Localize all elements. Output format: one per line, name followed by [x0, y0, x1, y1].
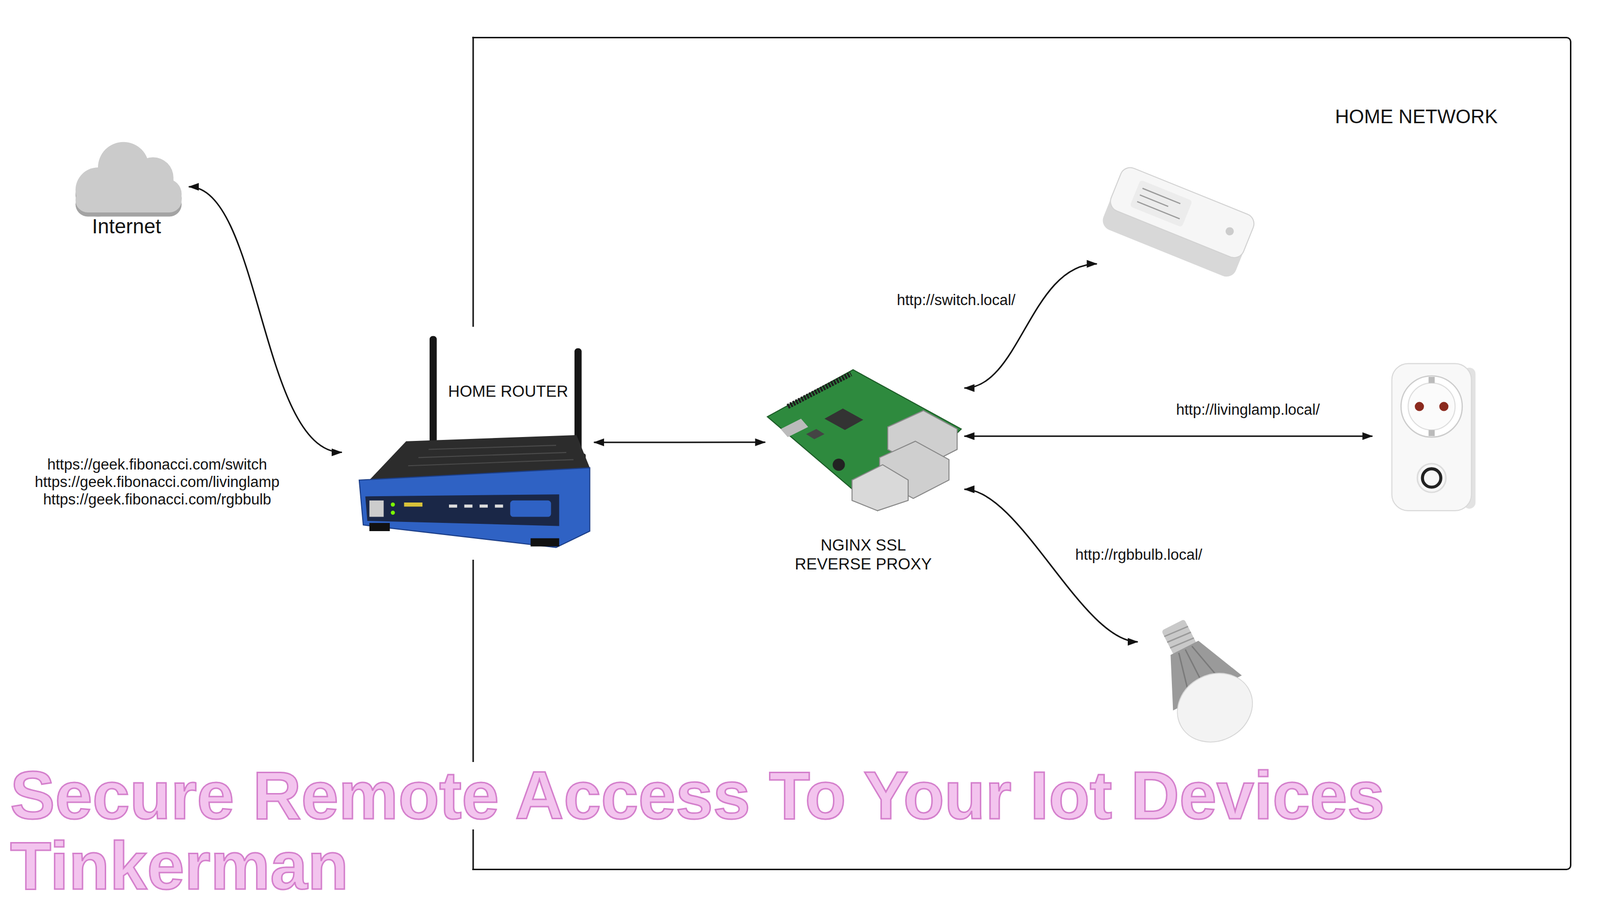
smart-plug-icon-part: [1439, 401, 1449, 412]
smart-plug-icon: [1392, 363, 1476, 511]
smart-plug-icon-part: [1392, 363, 1472, 511]
router-icon-part: [403, 502, 423, 507]
switch-device-icon-part-part: [1136, 201, 1180, 219]
router-icon-part: [390, 502, 395, 507]
router-icon-part: [530, 538, 560, 547]
bulb-icon: [1138, 607, 1265, 755]
plug-device: [1372, 359, 1477, 513]
node-label: Internet: [92, 214, 161, 239]
watermark-text: Tinkerman: [10, 832, 349, 899]
cloud-node: Internet: [66, 137, 190, 242]
smart-plug-icon-part: [1408, 383, 1456, 431]
router-icon-part: [359, 467, 591, 547]
switch-device-icon-part: [1107, 164, 1258, 261]
router-icon-part: [429, 336, 437, 451]
switch-device: [1096, 161, 1257, 297]
node-label: HOME ROUTER: [448, 381, 569, 401]
connector: [593, 441, 766, 443]
edge-label: http://rgbbulb.local/: [1073, 545, 1205, 564]
switch-device-icon-part: [1129, 179, 1193, 228]
router-icon-part-part: [448, 504, 458, 508]
raspberry-pi-icon: [767, 369, 962, 511]
router-icon-part: [408, 445, 574, 466]
node-label: NGINX SSL REVERSE PROXY: [790, 535, 936, 574]
router-icon: [359, 336, 591, 548]
bulb-icon-part-part: [1167, 630, 1191, 644]
raspberry-pi-icon-part: [780, 418, 809, 437]
watermark-text: Secure Remote Access To Your Iot Devices: [10, 761, 1385, 829]
switch-device-icon-part-part: [1142, 188, 1181, 204]
network-boundary: HOME NETWORK NGINX SSL REVERSE PROXY: [472, 36, 1572, 870]
smart-plug-icon-part: [1401, 375, 1463, 437]
proxy-node: NGINX SSL REVERSE PROXY: [765, 362, 964, 583]
bulb-icon-part-part: [1164, 624, 1188, 638]
bulb-device: [1137, 610, 1268, 766]
connector: [964, 489, 1138, 642]
connector: [188, 186, 342, 453]
url-label: https://geek.fibonacci.com/switch: [47, 455, 268, 474]
raspberry-pi-icon-part: [824, 408, 864, 430]
cloud-icon-part-part: [75, 187, 182, 213]
raspberry-pi-icon-part: [832, 458, 845, 471]
raspberry-pi-icon-part: [806, 428, 825, 439]
router-icon-part-part: [408, 459, 574, 466]
router-icon-part: [369, 500, 384, 517]
bulb-icon-part: [1165, 660, 1265, 755]
smart-plug-icon-part: [1428, 376, 1435, 384]
connector: [964, 263, 1098, 388]
router-node: HOME ROUTER: [341, 329, 594, 553]
switch-device-icon-part: [1224, 225, 1235, 237]
edge-label: http://livinglamp.local/: [1174, 400, 1322, 419]
router-icon-part: [365, 494, 560, 526]
switch-device-icon-part: [1136, 188, 1185, 219]
smart-plug-icon-part: [1414, 401, 1424, 412]
router-icon-part: [369, 522, 390, 531]
connector: [964, 435, 1373, 437]
router-icon-part-part: [428, 445, 557, 449]
smart-plug-icon-part: [1422, 468, 1441, 488]
url-label: https://geek.fibonacci.com/rgbbulb: [43, 490, 272, 509]
raspberry-pi-icon-part: [851, 464, 909, 511]
cloud-icon-part: [75, 142, 182, 213]
network-border-left-part: [472, 36, 474, 327]
router-icon-part-part: [495, 504, 504, 508]
raspberry-pi-icon-part: [787, 373, 851, 407]
switch-device-icon: [1099, 164, 1257, 280]
smart-plug-icon-part: [1428, 430, 1435, 437]
router-icon-part: [390, 510, 395, 515]
router-icon-part-part: [479, 504, 488, 508]
router-icon-part: [510, 500, 551, 517]
node-label: HOME NETWORK: [1334, 104, 1498, 128]
cloud-icon: [75, 142, 182, 217]
edge-label: http://switch.local/: [895, 291, 1018, 309]
router-icon-part: [448, 504, 504, 508]
url-label: https://geek.fibonacci.com/livinglamp: [34, 473, 280, 491]
router-icon-part-part: [464, 504, 473, 508]
smart-plug-icon-part: [1417, 463, 1446, 493]
router-icon-part-part: [418, 452, 567, 458]
raspberry-pi-icon-part: [767, 369, 962, 511]
